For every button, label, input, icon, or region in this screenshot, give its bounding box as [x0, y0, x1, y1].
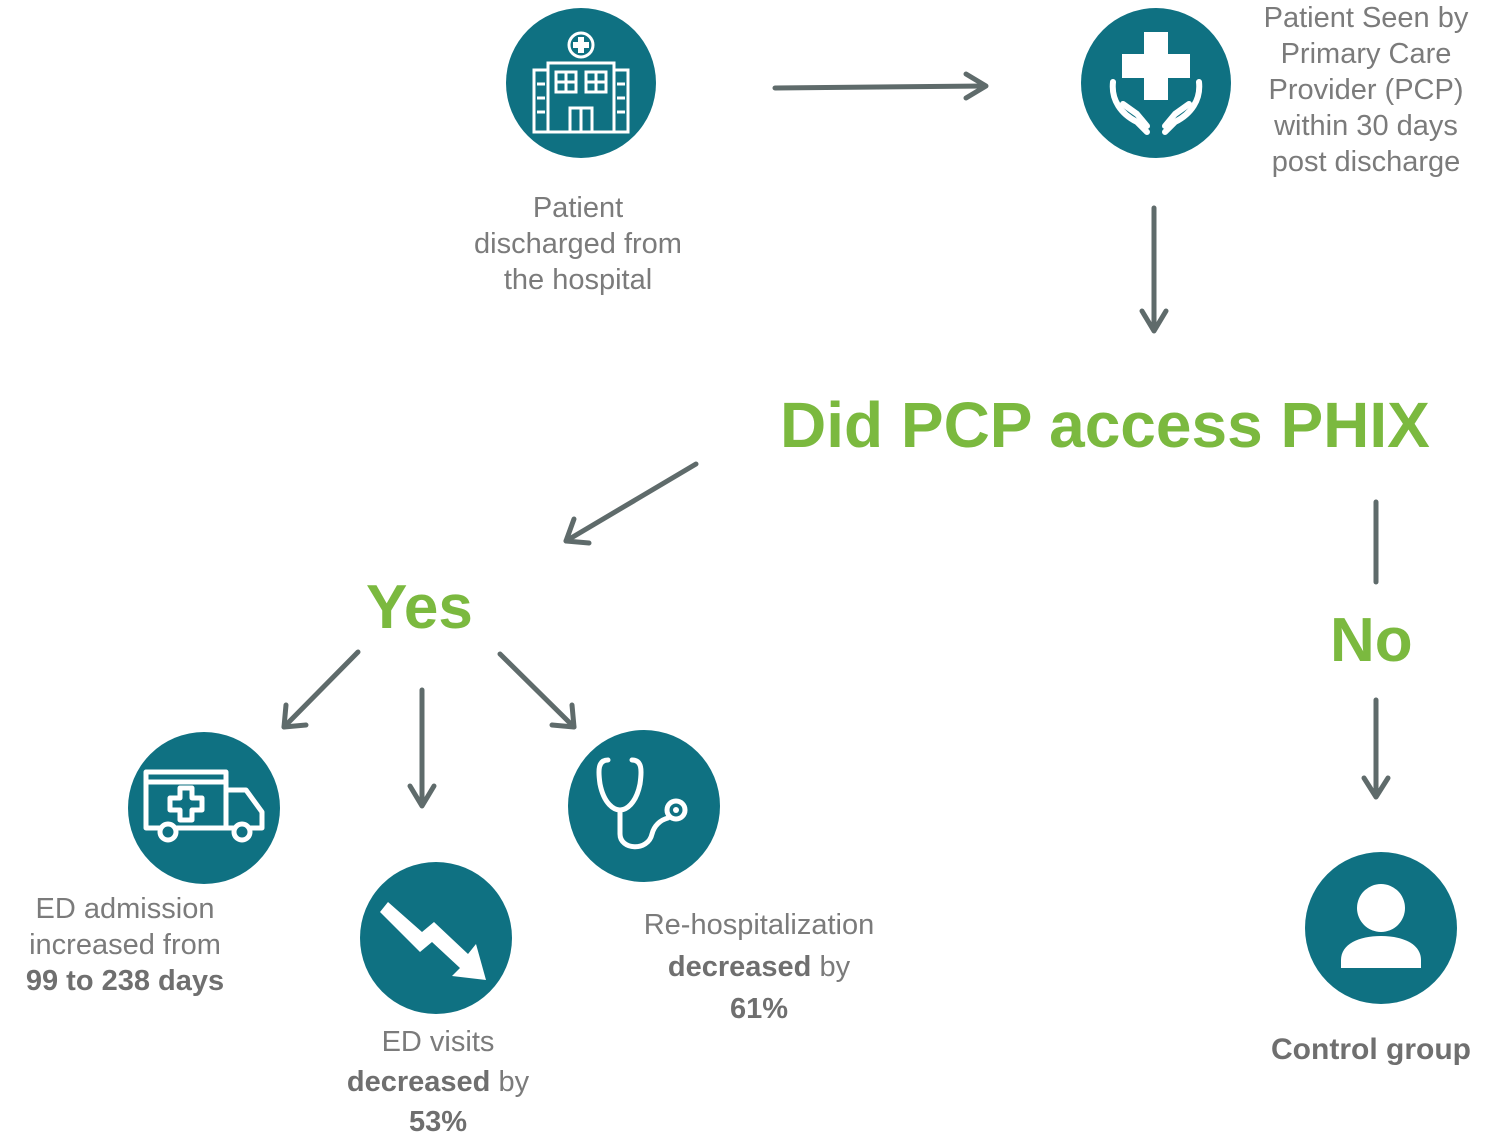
- arrow-discharge-to-pcp: [772, 71, 989, 101]
- rehospitalization-line-2: decreased by: [596, 946, 922, 988]
- rehospitalization-by: by: [811, 951, 851, 983]
- ed-admission-line-1: ED admission: [35, 893, 215, 925]
- rehospitalization-line-3: 61%: [729, 993, 789, 1025]
- arrow-yes-to-ed-admission: [281, 649, 361, 730]
- arrow-yes-to-ed-visits: [407, 687, 437, 809]
- seen-by-pcp-label-line-4: within 30 days: [1274, 110, 1458, 142]
- care-hands-icon: [1081, 8, 1231, 158]
- discharged-label-line-2: discharged from: [474, 228, 682, 260]
- arrow-yes-to-rehospitalization: [497, 651, 577, 730]
- control-group-label: Control group: [1271, 1033, 1471, 1066]
- question-heading: Did PCP access PHIX: [780, 389, 1430, 461]
- ed-visits-line-1: ED visits: [381, 1026, 495, 1058]
- arrow-question-to-yes: [563, 461, 699, 546]
- discharged-label-line-1: Patient: [532, 192, 624, 224]
- rehospitalization-label: Re-hospitalization decreased by 61%: [596, 904, 922, 1030]
- ambulance-icon: [128, 732, 280, 884]
- ed-visits-line-3: 53%: [408, 1106, 468, 1138]
- seen-by-pcp-label: Patient Seen by Primary Care Provider (P…: [1236, 0, 1496, 180]
- ed-visits-label: ED visits decreased by 53%: [300, 1022, 576, 1142]
- no-label: No: [1330, 606, 1413, 675]
- downward-trend-icon: [360, 862, 512, 1014]
- discharged-label: Patient discharged from the hospital: [428, 190, 728, 298]
- discharged-label-line-3: the hospital: [503, 264, 653, 296]
- ed-visits-by: by: [490, 1066, 530, 1098]
- seen-by-pcp-label-line-2: Primary Care: [1280, 38, 1452, 70]
- seen-by-pcp-label-line-3: Provider (PCP): [1268, 74, 1464, 106]
- arrow-no-to-control: [1361, 697, 1391, 800]
- ed-admission-label: ED admission increased from 99 to 238 da…: [0, 891, 250, 999]
- seen-by-pcp-label-line-5: post discharge: [1271, 146, 1461, 178]
- ed-visits-line-2: decreased by: [300, 1062, 576, 1102]
- stethoscope-icon: [568, 730, 720, 882]
- rehospitalization-line-1: Re-hospitalization: [643, 909, 875, 941]
- arrow-pcp-to-question: [1139, 205, 1169, 334]
- rehospitalization-decreased: decreased: [667, 951, 812, 983]
- seen-by-pcp-label-line-1: Patient Seen by: [1263, 2, 1469, 34]
- ed-admission-line-3: 99 to 238 days: [25, 965, 225, 997]
- hospital-icon: [506, 8, 656, 158]
- yes-label: Yes: [366, 573, 473, 642]
- ed-visits-decreased: decreased: [346, 1066, 491, 1098]
- person-icon: [1305, 852, 1457, 1004]
- ed-admission-line-2: increased from: [29, 929, 221, 961]
